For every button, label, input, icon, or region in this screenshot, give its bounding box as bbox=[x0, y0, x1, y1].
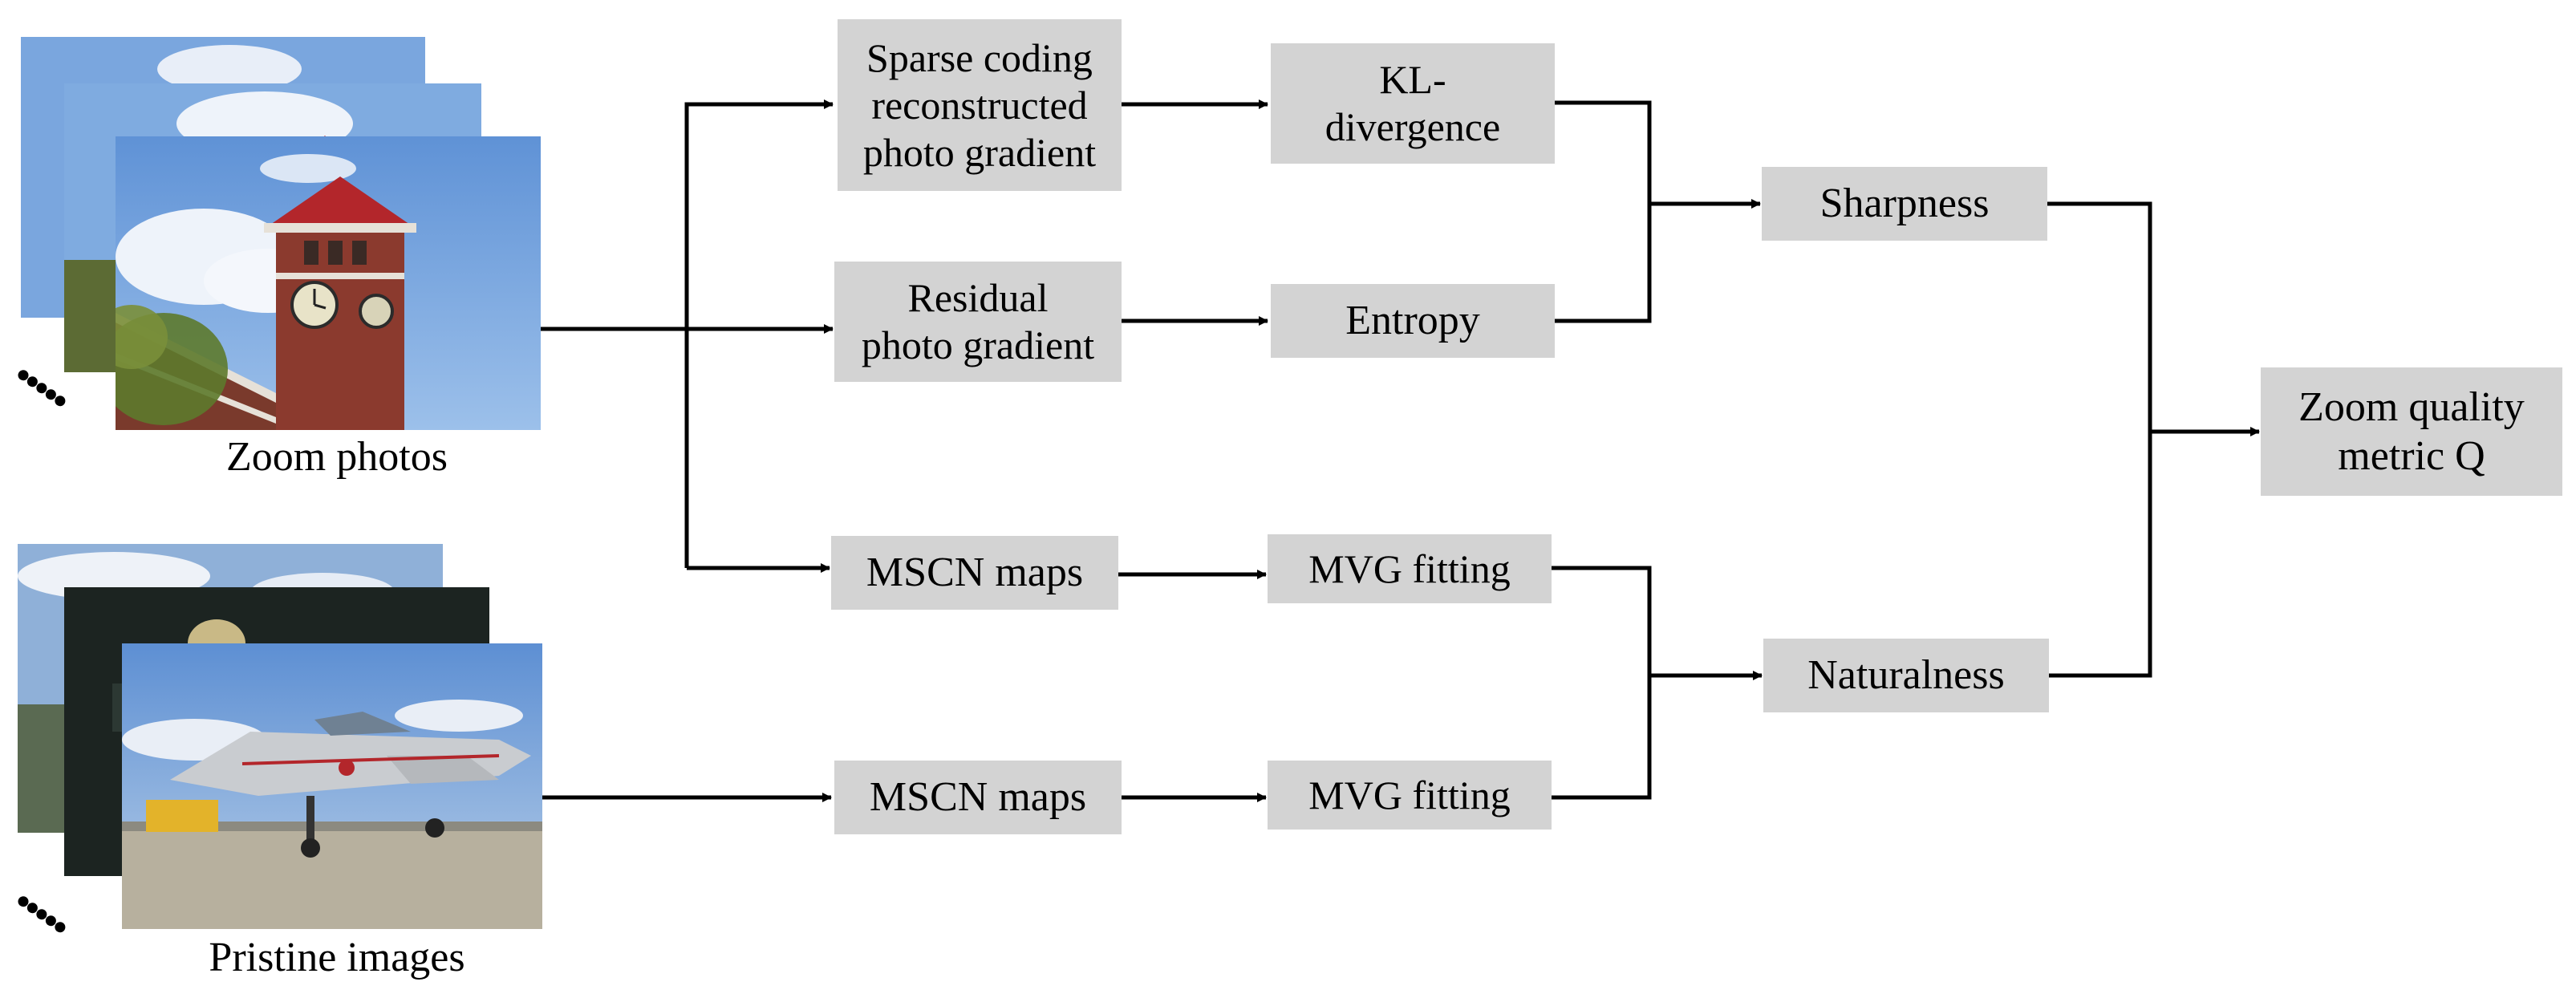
zoom-photo-front-image bbox=[116, 136, 541, 430]
zoom-quality-metric-box: Zoom quality metric Q bbox=[2261, 367, 2562, 496]
zoom-photo-front bbox=[116, 136, 541, 430]
entropy-box: Entropy bbox=[1271, 284, 1555, 358]
naturalness-box: Naturalness bbox=[1763, 639, 2049, 712]
mvg-fitting-zoom-box: MVG fitting bbox=[1268, 534, 1552, 603]
pristine-image-front bbox=[122, 643, 542, 929]
mscn-maps-pristine-box: MSCN maps bbox=[834, 761, 1122, 834]
zoom-photos-caption: Zoom photos bbox=[226, 434, 448, 480]
sparse-coding-box: Sparse coding reconstructed photo gradie… bbox=[838, 19, 1122, 191]
sharpness-box: Sharpness bbox=[1762, 167, 2047, 241]
zoom-branch-line bbox=[684, 99, 834, 568]
residual-gradient-box: Residual photo gradient bbox=[834, 262, 1122, 382]
pristine-image-front-image bbox=[122, 643, 542, 929]
kl-merge-line bbox=[1555, 100, 1652, 323]
kl-divergence-box: KL- divergence bbox=[1271, 43, 1555, 164]
mvg-fitting-pristine-box: MVG fitting bbox=[1268, 761, 1552, 830]
mscn-maps-zoom-box: MSCN maps bbox=[831, 536, 1118, 610]
mvg-merge-line bbox=[1552, 566, 1652, 800]
pristine-images-caption: Pristine images bbox=[209, 935, 465, 980]
output-merge-line bbox=[2047, 201, 2152, 678]
